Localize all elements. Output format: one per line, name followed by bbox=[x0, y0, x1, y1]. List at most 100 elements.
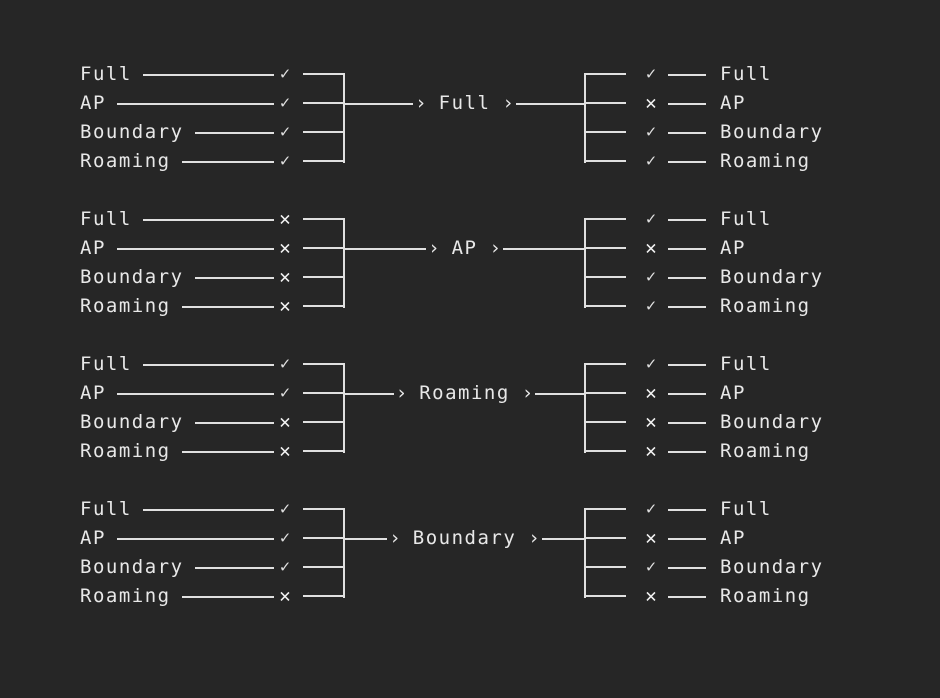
bracket-stub bbox=[584, 421, 626, 423]
target-mark-row: ✓ bbox=[638, 205, 664, 234]
check-icon: ✓ bbox=[279, 557, 291, 577]
chevron-right-icon: › bbox=[428, 237, 440, 259]
bracket-stub bbox=[303, 392, 345, 394]
source-connector-line bbox=[142, 363, 274, 366]
bracket-stub bbox=[303, 160, 345, 162]
target-bracket bbox=[584, 60, 626, 176]
source-connector-line bbox=[181, 595, 274, 598]
bracket-stub bbox=[303, 218, 345, 220]
check-icon: ✓ bbox=[645, 122, 657, 142]
target-mark-row: ✕ bbox=[638, 89, 664, 118]
source-mark-row: ✕ bbox=[272, 408, 298, 437]
bracket-spine bbox=[584, 363, 586, 453]
chevron-right-icon: › bbox=[521, 382, 534, 404]
target-connector-line bbox=[668, 537, 706, 540]
source-mark-row: ✕ bbox=[272, 437, 298, 466]
target-connector-line bbox=[668, 276, 706, 279]
incoming-connector-line bbox=[343, 537, 388, 540]
source-state-label: Full bbox=[80, 63, 132, 85]
source-mark-row: ✓ bbox=[272, 147, 298, 176]
transition-label: Boundary bbox=[412, 527, 517, 549]
transition-center: ›Roaming› bbox=[343, 379, 587, 408]
source-connector-line bbox=[116, 102, 274, 105]
check-icon: ✓ bbox=[645, 209, 657, 229]
bracket-stub bbox=[584, 160, 626, 162]
source-mark-row: ✕ bbox=[272, 582, 298, 611]
check-icon: ✓ bbox=[279, 528, 291, 548]
source-connector-line bbox=[142, 73, 274, 76]
bracket-stub bbox=[584, 73, 626, 75]
target-connector-line bbox=[668, 595, 706, 598]
target-mark-row: ✓ bbox=[638, 292, 664, 321]
source-mark-row: ✕ bbox=[272, 205, 298, 234]
source-row: Boundary bbox=[80, 553, 280, 582]
target-connector-line bbox=[668, 566, 706, 569]
check-icon: ✓ bbox=[645, 354, 657, 374]
target-connector-line bbox=[668, 421, 706, 424]
target-state-label: AP bbox=[720, 237, 746, 259]
source-state-label: Boundary bbox=[80, 556, 184, 578]
target-connector-line bbox=[668, 305, 706, 308]
target-mark-row: ✕ bbox=[638, 582, 664, 611]
target-row: Roaming bbox=[664, 292, 924, 321]
source-connector-line bbox=[194, 421, 274, 424]
chevron-right-icon: › bbox=[502, 92, 514, 114]
check-icon: ✓ bbox=[279, 122, 291, 142]
source-row: Full bbox=[80, 60, 280, 89]
bracket-spine bbox=[343, 73, 345, 163]
check-icon: ✓ bbox=[279, 64, 291, 84]
target-state-label: Full bbox=[720, 208, 772, 230]
target-mark-row: ✕ bbox=[638, 234, 664, 263]
bracket-stub bbox=[303, 131, 345, 133]
source-state-label: Full bbox=[80, 353, 132, 375]
transition-center: ›Boundary› bbox=[343, 524, 587, 553]
target-mark-row: ✓ bbox=[638, 495, 664, 524]
cross-icon: ✕ bbox=[645, 92, 657, 114]
target-state-label: Boundary bbox=[720, 266, 824, 288]
incoming-connector-line bbox=[343, 102, 414, 105]
cross-icon: ✕ bbox=[279, 208, 291, 230]
source-state-label: AP bbox=[80, 527, 106, 549]
target-state-label: Full bbox=[720, 498, 772, 520]
target-row: Boundary bbox=[664, 553, 924, 582]
target-state-label: Boundary bbox=[720, 556, 824, 578]
target-mark-row: ✓ bbox=[638, 350, 664, 379]
transition-center: ›AP› bbox=[343, 234, 587, 263]
bracket-stub bbox=[584, 102, 626, 104]
target-row: Full bbox=[664, 205, 924, 234]
target-connector-line bbox=[668, 508, 706, 511]
bracket-stub bbox=[303, 247, 345, 249]
source-connector-line bbox=[116, 537, 274, 540]
target-state-label: Full bbox=[720, 63, 772, 85]
chevron-right-icon: › bbox=[415, 92, 427, 114]
cross-icon: ✕ bbox=[645, 440, 657, 462]
source-row: AP bbox=[80, 379, 280, 408]
source-mark-column: ✕✕✕✕ bbox=[272, 205, 298, 321]
transition-label: AP bbox=[451, 237, 478, 259]
target-mark-column: ✓ ✕ ✓ ✓ bbox=[638, 205, 664, 321]
target-bracket bbox=[584, 205, 626, 321]
source-connector-line bbox=[181, 160, 274, 163]
source-connector-line bbox=[194, 276, 274, 279]
source-state-label: Full bbox=[80, 208, 132, 230]
check-icon: ✓ bbox=[645, 267, 657, 287]
check-icon: ✓ bbox=[645, 557, 657, 577]
target-connector-line bbox=[668, 392, 706, 395]
target-connector-line bbox=[668, 450, 706, 453]
source-state-label: Roaming bbox=[80, 150, 171, 172]
source-connector-line bbox=[181, 305, 274, 308]
chevron-right-icon: › bbox=[528, 527, 540, 549]
target-mark-row: ✕ bbox=[638, 408, 664, 437]
bracket-stub bbox=[584, 450, 626, 452]
target-row: Full bbox=[664, 60, 924, 89]
source-connector-line bbox=[181, 450, 274, 453]
target-row: AP bbox=[664, 234, 924, 263]
